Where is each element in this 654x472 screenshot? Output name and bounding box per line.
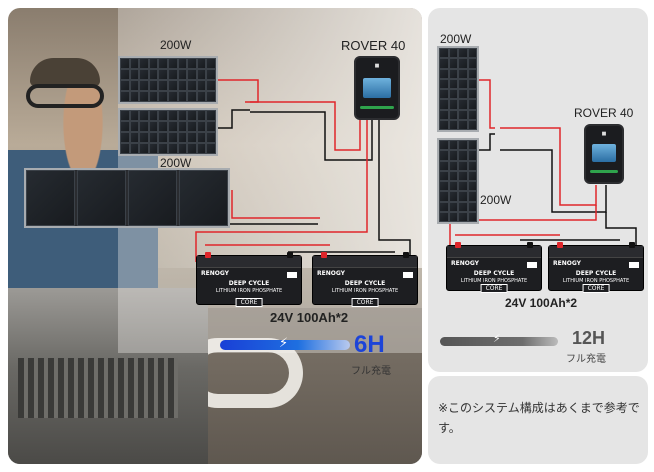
controller-screen: [363, 78, 391, 98]
controller-brand-mark: ■: [374, 63, 380, 69]
battery-line1: DEEP CYCLE: [575, 270, 617, 277]
left-charge-caption: フル充電: [351, 366, 391, 377]
right-panel-top-wattage: 200W: [440, 32, 472, 46]
right-battery-2: RENOGY DEEP CYCLE LITHIUM IRON PHOSPHATE…: [548, 242, 644, 293]
battery-line1: DEEP CYCLE: [228, 280, 270, 287]
left-panel-bottom-wattage: 200W: [160, 156, 192, 170]
solar-panel-folding-left: [24, 168, 230, 228]
battery-line2: LITHIUM IRON PHOSPHATE: [331, 288, 399, 294]
battery-brand: RENOGY: [451, 260, 479, 267]
disclaimer-panel: [428, 376, 648, 464]
left-lightning-icon: ⚡: [279, 336, 289, 351]
solar-panel-mid-left: [118, 108, 218, 156]
right-charge-caption: フル充電: [566, 354, 606, 365]
left-battery-1: RENOGY DEEP CYCLE LITHIUM IRON PHOSPHATE…: [196, 252, 302, 307]
controller-status-bar: [589, 170, 619, 173]
right-charge-controller: ■: [584, 124, 624, 184]
disclaimer-text: ※このシステム構成はあくまで参考です。: [438, 401, 640, 435]
right-battery-1: RENOGY DEEP CYCLE LITHIUM IRON PHOSPHATE…: [446, 242, 542, 293]
battery-line1: DEEP CYCLE: [344, 280, 386, 287]
right-charge-hours: 12H: [572, 328, 606, 348]
right-battery-spec: 24V 100Ah*2: [505, 296, 578, 310]
left-battery-spec: 24V 100Ah*2: [270, 310, 349, 325]
left-charge-time-bar: [220, 340, 350, 350]
battery-core-badge: CORE: [582, 284, 610, 293]
battery-line2: LITHIUM IRON PHOSPHATE: [460, 278, 528, 284]
battery-brand: RENOGY: [201, 270, 229, 277]
battery-line2: LITHIUM IRON PHOSPHATE: [562, 278, 630, 284]
machine-rollers-photo: [18, 358, 178, 418]
left-controller-label: ROVER 40: [341, 38, 406, 53]
controller-screen: [592, 144, 616, 162]
left-panel-top-wattage: 200W: [160, 38, 192, 52]
left-charge-hours: 6H: [354, 331, 385, 358]
worker-cap: [30, 58, 100, 86]
battery-brand: RENOGY: [317, 270, 345, 277]
battery-line2: LITHIUM IRON PHOSPHATE: [215, 288, 283, 294]
battery-core-badge: CORE: [480, 284, 508, 293]
right-controller-label: ROVER 40: [574, 106, 634, 120]
solar-panel-top-left: [118, 56, 218, 104]
right-charge-time-bar: [440, 337, 558, 346]
controller-brand-mark: ■: [601, 131, 607, 137]
battery-line1: DEEP CYCLE: [473, 270, 515, 277]
left-charge-controller: ■: [354, 56, 400, 120]
worker-earmuffs: [26, 84, 104, 108]
battery-core-badge: CORE: [351, 298, 379, 307]
right-lightning-icon: ⚡: [493, 332, 501, 345]
left-battery-2: RENOGY DEEP CYCLE LITHIUM IRON PHOSPHATE…: [312, 252, 418, 307]
solar-panel-top-right: [437, 46, 479, 132]
battery-brand: RENOGY: [553, 260, 581, 267]
solar-panel-bottom-right: [437, 138, 479, 224]
controller-status-bar: [360, 106, 394, 109]
battery-core-badge: CORE: [235, 298, 263, 307]
right-panel-bottom-wattage: 200W: [480, 193, 512, 207]
